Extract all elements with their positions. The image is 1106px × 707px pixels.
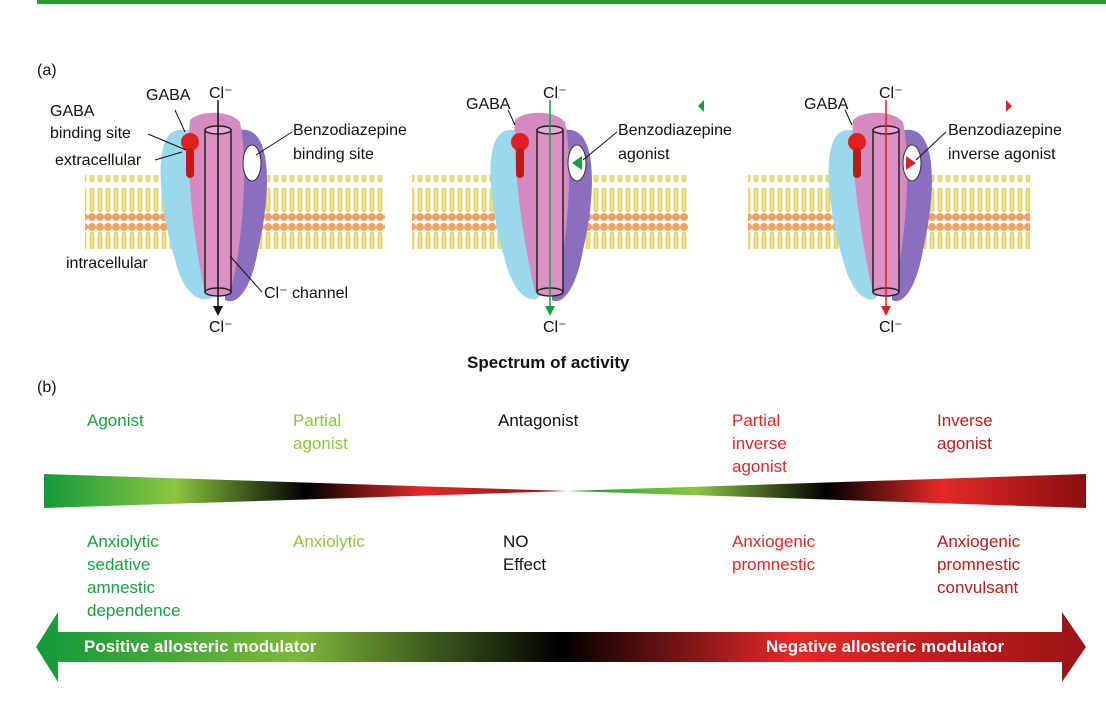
negative-modulator-label: Negative allosteric modulator [766, 637, 1005, 656]
cl-bottom-label-2: Cl⁻ [543, 319, 567, 336]
bzd-agonist-line1: Benzodiazepine [618, 122, 732, 139]
gaba-label-2: GABA [466, 96, 511, 113]
cl-bottom-label-1: Cl⁻ [209, 319, 233, 336]
cl-top-label-1: Cl⁻ [209, 85, 233, 102]
category-antagonist: Antagonist [498, 411, 579, 430]
agonist-ligand-icon [698, 100, 704, 112]
bzd-inverse-line2: inverse agonist [948, 146, 1056, 163]
gaba-binding-site-line2: binding site [50, 125, 131, 142]
spectrum-wedge-left [44, 474, 567, 508]
gaba-label-3: GABA [804, 96, 849, 113]
receptor-3 [828, 100, 1012, 316]
bzd-inverse-line1: Benzodiazepine [948, 122, 1062, 139]
gaba-binding-site-line1: GABA [50, 103, 95, 120]
receptor-1 [160, 100, 267, 316]
positive-modulator-label: Positive allosteric modulator [84, 637, 317, 656]
bzd-agonist-line2: agonist [618, 146, 670, 163]
cl-bottom-label-3: Cl⁻ [879, 319, 903, 336]
leader-lines [147, 109, 947, 293]
top-accent-bar [37, 0, 1106, 4]
spectrum-title: Spectrum of activity [467, 353, 630, 372]
bzd-site-line2: binding site [293, 146, 374, 163]
panel-a-label: (a) [37, 62, 57, 79]
modulator-double-arrow [36, 612, 1086, 682]
bzd-site-line1: Benzodiazepine [293, 122, 407, 139]
cl-channel-label: Cl⁻ channel [264, 285, 349, 302]
extracellular-label: extracellular [55, 152, 142, 169]
spectrum-wedge-right [567, 474, 1086, 508]
inverse-agonist-ligand-icon [1006, 100, 1012, 112]
receptor-2 [490, 100, 704, 316]
effects-partial-agonist: Anxiolytic [293, 532, 365, 551]
category-agonist: Agonist [87, 411, 144, 430]
cl-top-label-3: Cl⁻ [879, 85, 903, 102]
gaba-label-1: GABA [146, 87, 191, 104]
cl-top-label-2: Cl⁻ [543, 85, 567, 102]
panel-b-label: (b) [37, 379, 57, 396]
intracellular-label: intracellular [66, 255, 148, 272]
